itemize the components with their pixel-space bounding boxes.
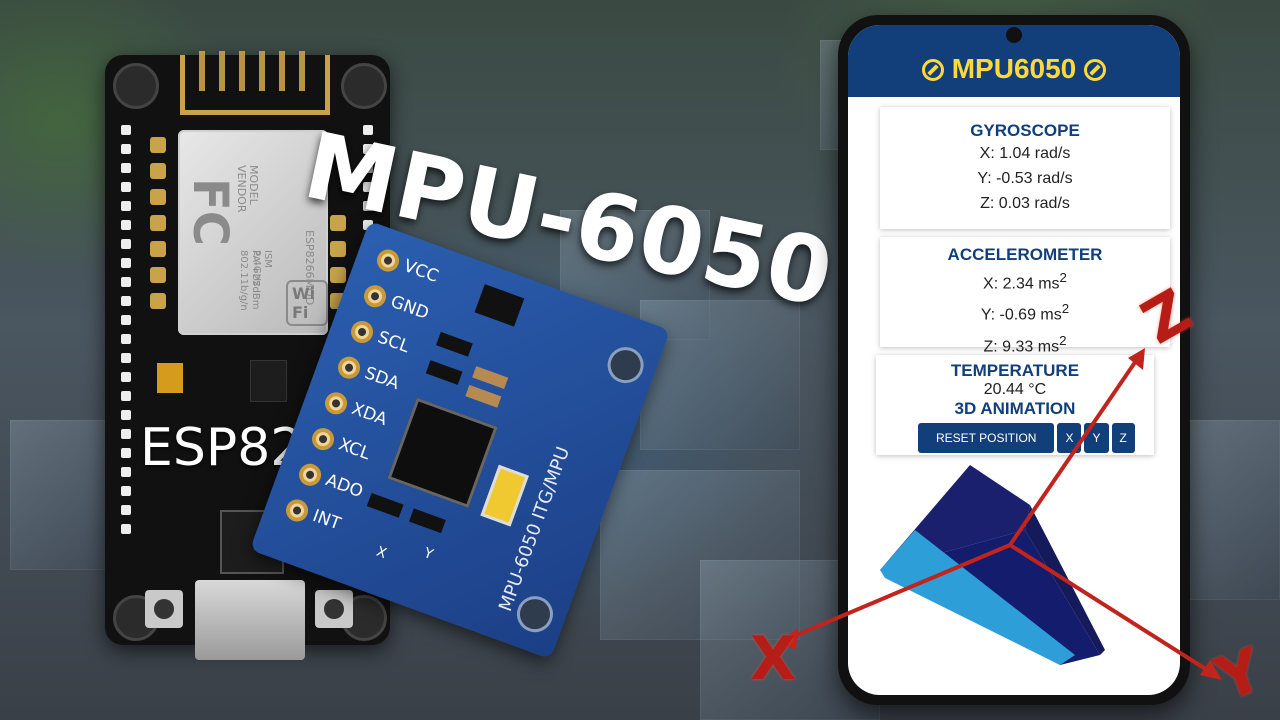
gyroscope-card: GYROSCOPE X: 1.04 rad/s Y: -0.53 rad/s Z… xyxy=(880,107,1170,229)
bg-cube xyxy=(600,470,800,640)
mpu-pin xyxy=(347,317,377,347)
pin-label-gnd: GND xyxy=(387,291,432,324)
animation-heading: 3D ANIMATION xyxy=(954,399,1076,418)
smd-component xyxy=(366,492,404,518)
shield-text: MODEL xyxy=(247,165,260,205)
smd-component xyxy=(425,360,463,385)
rotate-z-button[interactable]: Z xyxy=(1111,423,1135,453)
accel-y-value: Y: -0.69 ms2 xyxy=(980,301,1070,324)
pin-label-ado: ADO xyxy=(322,470,366,503)
app-title: MPU6050 xyxy=(848,53,1180,85)
micro-usb-port xyxy=(195,580,305,660)
pin-label-int: INT xyxy=(309,505,344,535)
pin-label-vcc: VCC xyxy=(400,256,442,287)
3d-animation-model xyxy=(880,465,1105,670)
temperature-card: TEMPERATURE 20.44 °C 3D ANIMATION RESET … xyxy=(876,355,1154,455)
accel-x-value: X: 2.34 ms2 xyxy=(983,270,1067,293)
smd-component xyxy=(465,384,502,408)
accelerometer-heading: ACCELEROMETER xyxy=(947,245,1103,264)
mpu-pin xyxy=(360,282,390,311)
header-pins-left xyxy=(121,125,133,543)
regulator-chip xyxy=(250,360,287,402)
app-title-text: MPU6050 xyxy=(951,53,1077,84)
smd-component xyxy=(474,284,525,327)
temperature-heading: TEMPERATURE xyxy=(950,361,1080,380)
esp-metal-shield: FC MODEL VENDOR ESP8266MOD ISM 2.4GHz PA… xyxy=(178,130,328,335)
mounting-hole xyxy=(113,63,159,109)
gyro-z-value: Z: 0.03 rad/s xyxy=(980,195,1070,212)
bg-cube xyxy=(1180,420,1280,600)
mpu-pin xyxy=(308,425,338,454)
axis-x-label: X xyxy=(750,624,797,694)
axis-y-label: Y xyxy=(421,545,436,564)
flash-button[interactable] xyxy=(315,590,353,628)
pin-label-xcl: XCL xyxy=(335,434,373,465)
shield-text: VENDOR xyxy=(235,165,248,213)
reset-button[interactable] xyxy=(145,590,183,628)
smd-component xyxy=(480,464,529,527)
wifi-badge: Wi Fi xyxy=(286,280,328,326)
gold-pad xyxy=(150,293,166,309)
gold-pad xyxy=(150,241,166,257)
gold-pad xyxy=(330,241,346,257)
temperature-value: 20.44 °C xyxy=(983,381,1047,398)
mpu-pin xyxy=(373,246,403,275)
mounting-hole xyxy=(341,63,387,109)
axis-x-label: X xyxy=(374,543,389,563)
mpu-pin xyxy=(321,389,351,418)
accel-z-value: Z: 9.33 ms2 xyxy=(983,332,1067,355)
bg-cube xyxy=(10,420,120,570)
gyroscope-heading: GYROSCOPE xyxy=(970,121,1080,140)
compass-icon xyxy=(921,59,944,81)
smd-component xyxy=(436,331,473,357)
pcb-antenna xyxy=(180,51,330,115)
mpu-pin xyxy=(334,353,364,382)
mpu-pin xyxy=(282,496,312,525)
bg-cube xyxy=(640,300,800,450)
mounting-hole xyxy=(602,342,649,389)
shield-text: PA +25dBm xyxy=(250,250,261,310)
smd-component xyxy=(409,508,446,534)
fcc-mark: FC xyxy=(182,178,238,247)
gold-pad xyxy=(150,189,166,205)
gold-pad xyxy=(150,267,166,283)
pin-label-sda: SDA xyxy=(361,363,402,395)
gold-pad xyxy=(150,137,166,153)
gyro-x-value: X: 1.04 rad/s xyxy=(979,145,1071,162)
gold-pad xyxy=(150,163,166,179)
rotate-y-button[interactable]: Y xyxy=(1084,423,1109,453)
rotate-x-button[interactable]: X xyxy=(1057,423,1082,453)
smd-component xyxy=(157,363,183,393)
smd-component xyxy=(472,366,509,390)
shield-text: 802.11b/g/n xyxy=(238,250,249,311)
mpu6050-chip xyxy=(387,397,498,508)
pin-label-xda: XDA xyxy=(348,398,390,431)
reset-position-button[interactable]: RESET POSITION xyxy=(918,423,1055,453)
accelerometer-card: ACCELEROMETER X: 2.34 ms2 Y: -0.69 ms2 Z… xyxy=(880,237,1170,355)
camera-notch xyxy=(1006,27,1022,43)
pin-label-scl: SCL xyxy=(374,327,412,358)
gyro-y-value: Y: -0.53 rad/s xyxy=(977,170,1073,187)
gold-pad xyxy=(330,267,346,283)
gold-pad xyxy=(330,215,346,231)
gold-pad xyxy=(150,215,166,231)
compass-icon xyxy=(1084,59,1107,81)
mpu-pin xyxy=(295,460,325,489)
